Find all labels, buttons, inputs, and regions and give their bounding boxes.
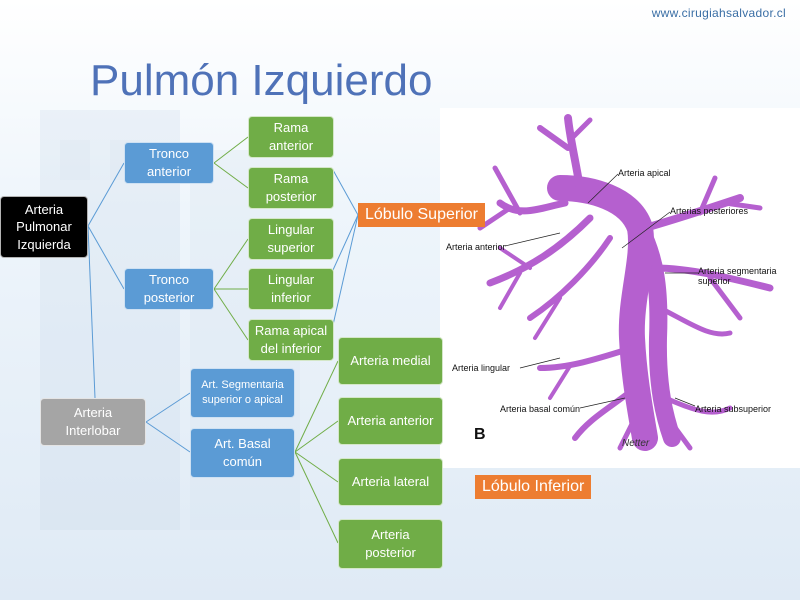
annotation-arterias-posteriores: Arterias posteriores: [670, 206, 749, 216]
figure-letter: B: [474, 426, 486, 443]
node-arteria-lateral: Arteria lateral: [338, 458, 443, 506]
node-art-segmentaria: Art. Segmentaria superior o apical: [190, 368, 295, 418]
node-rama-posterior: Rama posterior: [248, 167, 334, 209]
node-arteria-anterior: Arteria anterior: [338, 397, 443, 445]
node-tronco-anterior: Tronco anterior: [124, 142, 214, 184]
label-lobulo-inferior: Lóbulo Inferior: [475, 475, 592, 499]
node-art-basal-comun: Art. Basal común: [190, 428, 295, 478]
artery-illustration: Arteria apical Arterias posteriores Arte…: [440, 108, 800, 468]
node-lingular-inferior: Lingular inferior: [248, 268, 334, 310]
node-arteria-medial: Arteria medial: [338, 337, 443, 385]
annotation-arteria-basal-comun: Arteria basal común: [500, 404, 581, 414]
label-lobulo-superior: Lóbulo Superior: [358, 203, 485, 227]
annotation-arteria-anterior: Arteria anterior: [446, 242, 506, 252]
node-rama-apical-del-inferior: Rama apical del inferior: [248, 319, 334, 361]
annotation-arteria-lingular: Arteria lingular: [452, 363, 511, 373]
annotation-arteria-apical: Arteria apical: [618, 168, 671, 178]
node-tronco-posterior: Tronco posterior: [124, 268, 214, 310]
artery-drawing: [477, 114, 774, 451]
node-arteria-posterior: Arteria posterior: [338, 519, 443, 569]
node-arteria-pulmonar-izquierda: Arteria Pulmonar Izquierda: [0, 196, 88, 258]
node-rama-anterior: Rama anterior: [248, 116, 334, 158]
site-url: www.cirugiahsalvador.cl: [651, 6, 786, 20]
annotation-arteria-subsuperior: Arteria subsuperior: [695, 404, 772, 414]
node-lingular-superior: Lingular superior: [248, 218, 334, 260]
slide-title: Pulmón Izquierdo: [90, 56, 433, 105]
node-arteria-interlobar: Arteria Interlobar: [40, 398, 146, 446]
annotation-arteria-segmentaria: Arteria segmentaria superior: [698, 266, 777, 286]
artist-signature: Netter: [622, 438, 650, 449]
